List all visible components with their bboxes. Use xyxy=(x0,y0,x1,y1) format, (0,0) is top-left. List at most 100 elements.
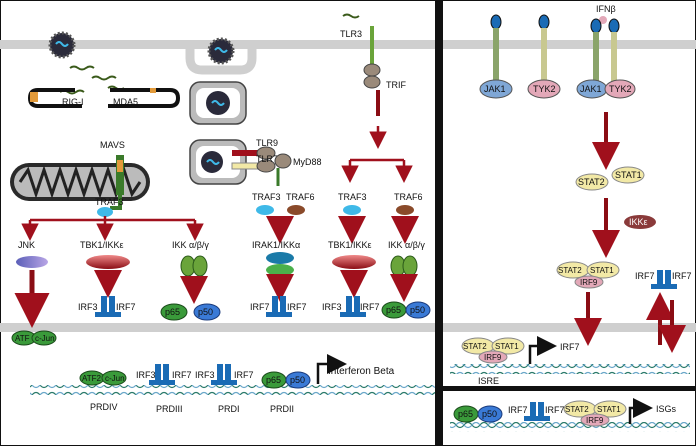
virus-particle-icon xyxy=(48,31,76,59)
trif-protein xyxy=(363,75,381,89)
irf-dimer-right xyxy=(340,296,366,317)
endocytic-pit xyxy=(185,40,257,75)
irf7-label-mid-b: IRF7 xyxy=(287,302,307,312)
p50-protein-isg xyxy=(477,405,503,423)
irf9-in-isgf3 xyxy=(574,275,604,289)
p50-protein-right xyxy=(405,301,431,319)
prdiii-label: PRDIII xyxy=(156,404,183,414)
irf-dimer-prdiii xyxy=(149,364,175,385)
traf3-protein-left xyxy=(97,207,113,217)
stat1-in-isgf3 xyxy=(586,261,620,279)
tyk2-label-2: TYK2 xyxy=(609,84,632,94)
virus-in-pit-icon xyxy=(207,37,235,65)
irf7-label-right: IRF7 xyxy=(360,302,380,312)
irf3-label-right: IRF3 xyxy=(322,302,342,312)
irf7-dimer-isg xyxy=(524,402,550,421)
tlr9-receptor xyxy=(232,150,260,156)
irf-dimer-left xyxy=(95,296,121,317)
stat1-label-nuc-lower: STAT1 xyxy=(597,405,621,414)
ifnar-receptor-3 xyxy=(593,32,599,84)
dna-strand-left xyxy=(30,385,435,395)
prdii-label: PRDII xyxy=(270,404,294,414)
jak1-label-2: JAK1 xyxy=(580,84,602,94)
transcription-arrow-irf7 xyxy=(528,336,557,364)
jak1-protein-1 xyxy=(479,79,513,99)
stat1-label: STAT1 xyxy=(615,170,642,180)
ifnar-receptor-1 xyxy=(493,28,499,84)
jnk-label: JNK xyxy=(18,240,35,250)
tlr3-label: TLR3 xyxy=(340,29,362,39)
traf6-protein-mid xyxy=(287,205,305,215)
transcription-arrow-isgs xyxy=(628,398,653,424)
irf7-label-isg-b: IRF7 xyxy=(545,405,565,415)
irf7-label-prdiii: IRF7 xyxy=(172,370,192,380)
tbk1-label-left: TBK1/IKKε xyxy=(80,240,124,250)
p65-protein-left xyxy=(160,303,188,321)
mitochondrion-icon xyxy=(10,163,150,201)
traf6-label-mid: TRAF6 xyxy=(286,192,315,202)
panel-divider xyxy=(435,0,443,446)
ikk-complex-left xyxy=(180,255,208,277)
dna-strand-right-lower xyxy=(450,422,690,432)
ifnar-receptor-2 xyxy=(541,28,547,84)
tlr9-label: TLR9 xyxy=(256,138,278,148)
irf7-label-isg-a: IRF7 xyxy=(508,405,528,415)
cjun-protein-nucleus xyxy=(101,370,127,386)
cjun-protein xyxy=(31,330,57,346)
stat1-nuc-upper xyxy=(491,337,525,355)
irf9-nuc-upper xyxy=(478,350,508,364)
irf-dimer-prdi xyxy=(211,364,237,385)
ikke-label: IKKε xyxy=(629,217,648,227)
stat2-label-nuc-upper: STAT2 xyxy=(463,342,487,351)
mda5-receptor xyxy=(108,88,181,108)
irf3-label-prdiii: IRF3 xyxy=(136,370,156,380)
stat2-label-isgf3: STAT2 xyxy=(558,266,582,275)
irf7-label-prdi: IRF7 xyxy=(234,370,254,380)
irf9-label-nuc-lower: IRF9 xyxy=(586,416,604,425)
irf3-label-prdi: IRF3 xyxy=(195,370,215,380)
ifnb-ligand xyxy=(599,16,607,24)
irf7-label-cyt-b: IRF7 xyxy=(672,271,692,281)
ifnar-receptor-4 xyxy=(611,32,617,84)
atf2-label: ATF2 xyxy=(82,374,102,383)
traf3-protein-right xyxy=(343,205,361,215)
jak1-label-1: JAK1 xyxy=(484,84,506,94)
tbk1-protein-right xyxy=(332,255,376,269)
p50-label-left: p50 xyxy=(198,307,213,317)
p65-label-isg: p65 xyxy=(458,409,473,419)
p50-label-isg: p50 xyxy=(482,409,497,419)
irf7-label-mid-a: IRF7 xyxy=(250,302,270,312)
traf3-label-right: TRAF3 xyxy=(338,192,367,202)
prdiv-label: PRDIV xyxy=(90,402,118,412)
tlr3-receptor xyxy=(370,26,374,64)
irf7-dimer-cytoplasm xyxy=(651,270,677,289)
irf9-label-nuc-upper: IRF9 xyxy=(484,353,502,362)
tbk1-label-right: TBK1/IKKε xyxy=(328,240,372,250)
isre-label: ISRE xyxy=(478,376,499,386)
plasma-membrane-right xyxy=(443,40,696,49)
ikka-protein xyxy=(266,264,294,276)
stat1-label-isgf3: STAT1 xyxy=(590,266,614,275)
irf3-label-left: IRF3 xyxy=(78,302,98,312)
tyk2-protein-1 xyxy=(527,79,561,99)
irak1-label: IRAK1/IKKα xyxy=(252,240,300,250)
ikk-complex-right xyxy=(390,255,418,277)
jnk-protein xyxy=(16,256,48,268)
irf7-label-cyt-a: IRF7 xyxy=(635,271,655,281)
irf9-nuc-lower xyxy=(580,413,610,427)
nuclear-membrane-left xyxy=(0,323,435,332)
p50-label-prdii: p50 xyxy=(290,375,305,385)
endosome-icon xyxy=(189,81,247,125)
p65-label-prdii: p65 xyxy=(266,375,281,385)
transcription-arrow-ifnb xyxy=(316,354,347,384)
stat2-label: STAT2 xyxy=(578,177,605,187)
traf6-protein-right xyxy=(396,205,414,215)
traf6-label-right: TRAF6 xyxy=(394,192,423,202)
dna-strand-right-upper xyxy=(450,364,690,374)
endosome-tlr-icon xyxy=(189,139,247,185)
ikke-protein xyxy=(624,215,656,229)
prdi-label: PRDI xyxy=(218,404,240,414)
irf7-dimer-mid xyxy=(266,296,292,317)
stat2-protein xyxy=(575,173,609,191)
